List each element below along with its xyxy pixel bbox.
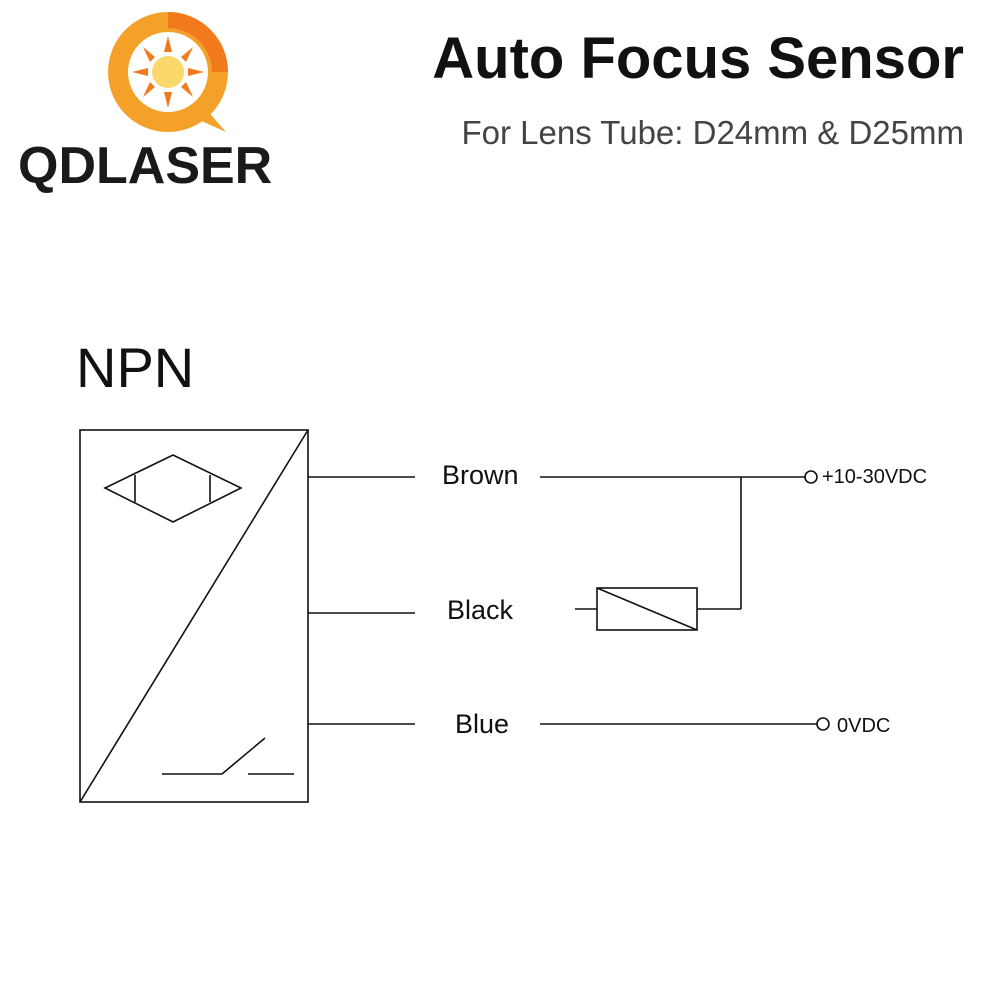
brown-wire-label: Brown (442, 460, 519, 490)
blue-wire-label: Blue (455, 709, 510, 739)
page-title: Auto Focus Sensor (432, 26, 964, 91)
brand-wordmark: QDLASER (18, 137, 273, 195)
diagram-title: NPN (76, 336, 195, 399)
sensor-body (79, 429, 309, 803)
ground-terminal-icon (816, 717, 830, 731)
ground-terminal-label: 0VDC (837, 715, 891, 737)
sun-logo-icon (108, 12, 228, 132)
switch-icon (162, 737, 294, 775)
sensing-element-icon (103, 454, 243, 523)
positive-terminal-label: +10-30VDC (822, 466, 928, 488)
positive-terminal-icon (804, 470, 818, 484)
brand-logo: QDLASER (0, 0, 340, 220)
black-wire-label: Black (447, 595, 514, 625)
sensor-diagonal (79, 429, 309, 803)
page-subtitle: For Lens Tube: D24mm & D25mm (461, 114, 964, 151)
